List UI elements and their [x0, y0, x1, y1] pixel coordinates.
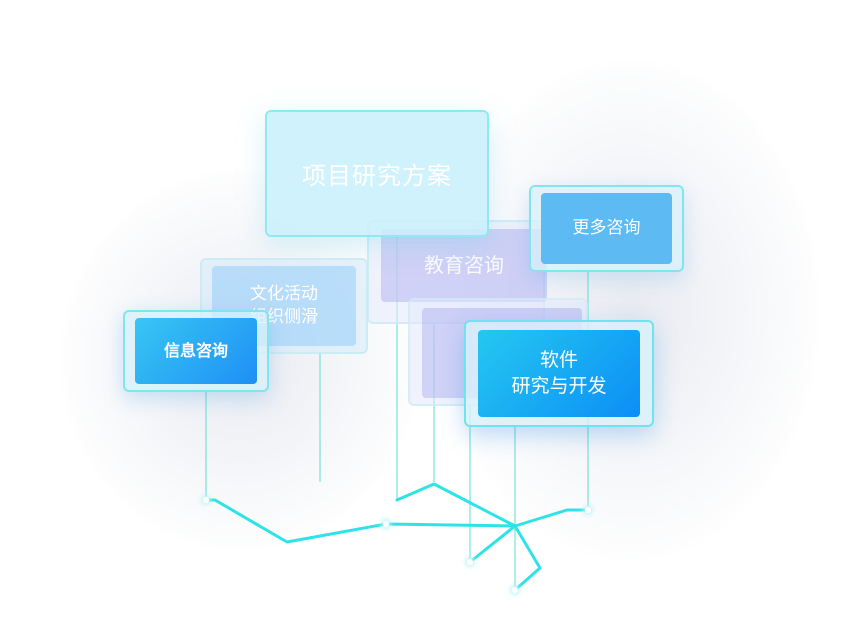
card-education-label: 教育咨询: [424, 253, 504, 277]
card-project-label: 项目研究方案: [302, 162, 452, 190]
node-dot: [203, 497, 209, 503]
node-dot: [585, 507, 591, 513]
network-path-down: [513, 524, 542, 592]
network-path-upper: [395, 482, 517, 528]
card-information-consulting[interactable]: 信息咨询: [123, 310, 269, 392]
card-education-face: 教育咨询: [381, 229, 547, 302]
card-culture-label-line1: 文化活动: [250, 284, 318, 305]
card-software-label-line2: 研究与开发: [511, 374, 607, 397]
card-software-research-development[interactable]: 软件 研究与开发: [464, 320, 654, 427]
network-path-right: [513, 508, 590, 528]
card-info-face: 信息咨询: [135, 318, 257, 384]
card-software-face: 软件 研究与开发: [478, 330, 640, 417]
network-path-left-down: [468, 524, 517, 564]
card-more-label: 更多咨询: [572, 218, 641, 239]
card-software-label-line1: 软件: [539, 348, 578, 371]
card-project-research-plan[interactable]: 项目研究方案: [265, 110, 489, 237]
card-more-face: 更多咨询: [541, 193, 672, 264]
node-dot: [383, 521, 389, 527]
card-more-consulting[interactable]: 更多咨询: [529, 185, 684, 272]
node-dot: [467, 559, 473, 565]
node-dot: [512, 587, 518, 593]
network-path-main: [204, 498, 517, 544]
card-info-label: 信息咨询: [163, 341, 228, 361]
